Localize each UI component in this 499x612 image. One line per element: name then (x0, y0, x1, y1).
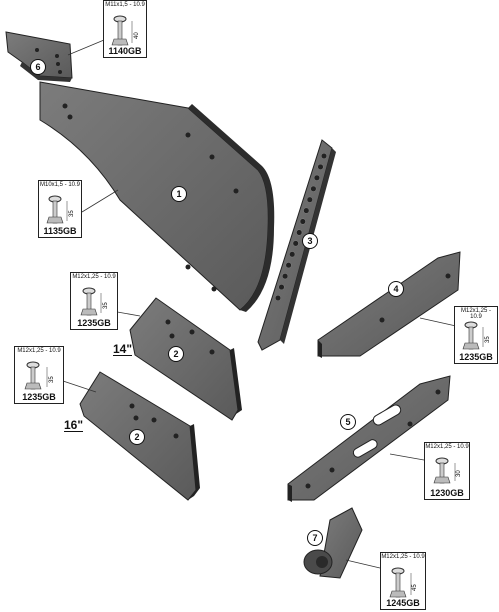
bolt-icon (389, 567, 412, 598)
bolt-code: 1235GB (22, 392, 56, 402)
callout-7: 7 (307, 530, 323, 546)
bolt-code: 1140GB (108, 46, 142, 56)
bolt-spec: M12x1,25 - 10.9 (460, 308, 491, 320)
bar-hole (274, 294, 282, 302)
leader-4 (419, 317, 457, 327)
bolt-spec: M10x1,5 - 10.9 (39, 182, 81, 188)
bolt-length: 35 (69, 210, 75, 217)
bolt-label-1245gb: M12x1,25 - 10.9 45 1245GB (380, 552, 426, 610)
part-5-slotted-plate (287, 375, 451, 502)
callout-6: 6 (30, 59, 46, 75)
part-4-landside-plate (317, 251, 461, 358)
bolt-length: 35 (485, 336, 491, 343)
bolt-icon (46, 195, 68, 224)
bar-hole (306, 196, 313, 203)
bolt-code: 1230GB (430, 488, 464, 498)
callout-2-14: 2 (168, 346, 184, 362)
bolt-length: 45 (412, 584, 418, 591)
bar-hole (299, 218, 306, 225)
bolt-code: 1235GB (77, 318, 111, 328)
callout-5: 5 (340, 414, 356, 430)
callout-1: 1 (171, 186, 187, 202)
leader-5 (389, 453, 425, 461)
bolt-spec: M11x1,5 - 10.9 (105, 2, 145, 8)
bar-hole (278, 284, 285, 291)
bolt-length: 35 (103, 302, 109, 309)
bolt-icon (433, 457, 456, 484)
bar-hole (296, 229, 303, 236)
part-2-share-14 (129, 297, 242, 421)
leader-2-16 (59, 379, 97, 393)
bar-hole (317, 163, 324, 170)
part-7-heel-bracket (303, 507, 363, 579)
bolt-label-1235gb-a: M12x1,25 - 10.9 35 1235GB (70, 272, 118, 330)
size-label-16: 16" (64, 418, 84, 432)
bolt-code: 1135GB (43, 226, 77, 236)
bar-hole (313, 174, 320, 181)
bar-hole (289, 251, 296, 258)
bolt-spec: M12x1,25 - 10.9 (17, 348, 61, 354)
bolt-icon (111, 15, 133, 46)
bar-hole (285, 262, 292, 269)
part-1-share (39, 81, 275, 312)
callout-3: 3 (302, 233, 318, 249)
leader-1 (81, 189, 119, 213)
bolt-spec: M12x1,25 - 10.9 (381, 554, 425, 560)
bolt-code: 1235GB (459, 352, 493, 362)
size-label-14: 14" (113, 342, 133, 356)
bolt-icon (462, 321, 484, 350)
bolt-label-1235gb-b: M12x1,25 - 10.9 35 1235GB (14, 346, 64, 404)
bar-hole (320, 152, 328, 160)
leader-7 (345, 559, 381, 569)
bolt-spec: M12x1,25 - 10.9 (72, 274, 116, 280)
bolt-length: 40 (134, 32, 140, 39)
bolt-icon (80, 287, 102, 316)
bar-hole (282, 273, 289, 280)
callout-2-16: 2 (129, 429, 145, 445)
bar-hole (310, 185, 317, 192)
bolt-label-1135gb: M10x1,5 - 10.9 35 1135GB (38, 180, 82, 238)
bolt-length: 35 (49, 376, 55, 383)
bolt-spec: M12x1,25 - 10.9 (425, 444, 469, 450)
bar-hole (292, 240, 299, 247)
bolt-length: 30 (456, 470, 462, 477)
callout-4: 4 (388, 281, 404, 297)
leader-6 (67, 39, 105, 56)
bar-hole (303, 207, 310, 214)
bolt-label-1230gb: M12x1,25 - 10.9 30 1230GB (424, 442, 470, 500)
bolt-label-1235gb-c: M12x1,25 - 10.9 35 1235GB (454, 306, 498, 364)
bolt-code: 1245GB (386, 598, 420, 608)
bar-holes (274, 152, 328, 302)
bolt-icon (24, 361, 48, 390)
bolt-label-1140gb: M11x1,5 - 10.9 40 1140GB (103, 0, 147, 58)
part-6-point-plate (5, 31, 73, 82)
